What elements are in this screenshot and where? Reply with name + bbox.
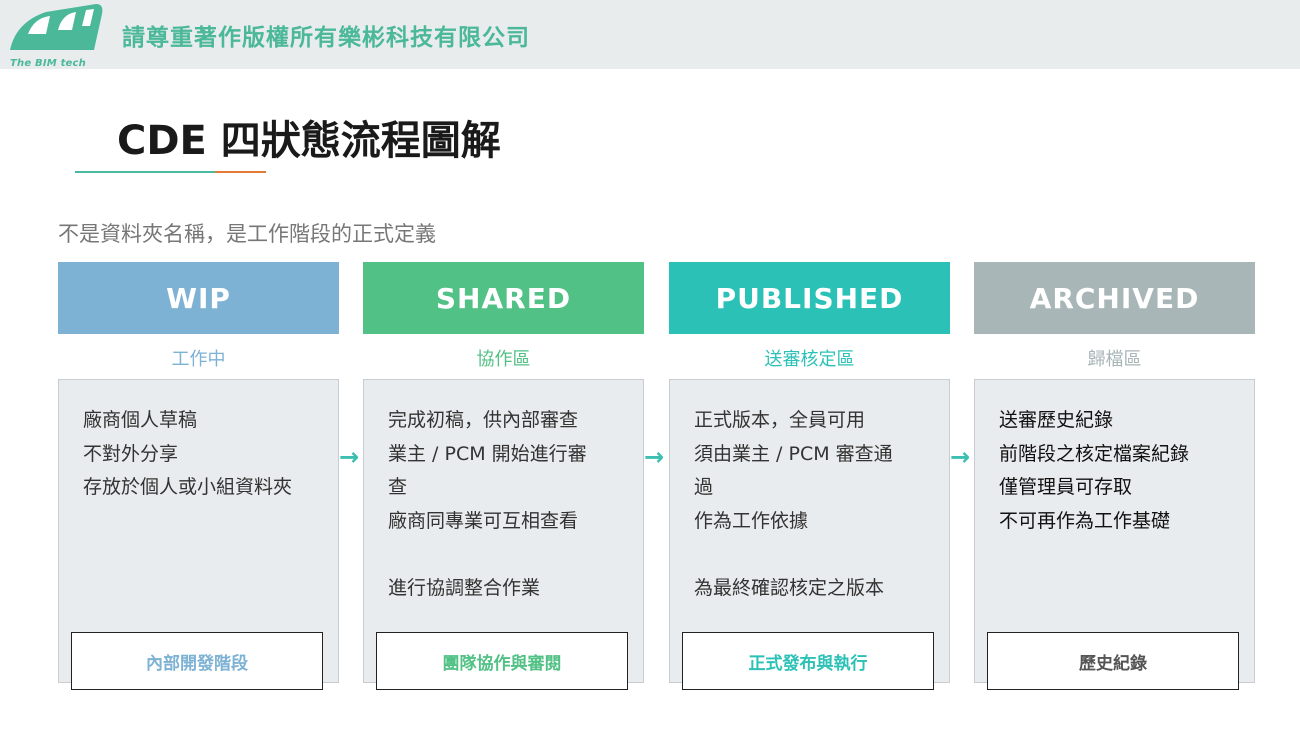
stage-description-line: 不對外分享 xyxy=(83,442,179,465)
stage-zone-label-wip: 工作中 xyxy=(171,349,226,370)
stage-description-line: 作為工作依據 xyxy=(694,509,809,532)
stage-description-panel-wip: 廠商個人草稿不對外分享存放於個人或小組資料夾內部開發階段 xyxy=(58,379,339,690)
stage-header-shared: SHARED xyxy=(363,262,644,334)
stage-description-line: 過 xyxy=(694,476,714,498)
stage-description-line: 查 xyxy=(388,476,408,498)
stage-description-line xyxy=(388,538,628,572)
stage-description-line: 前階段之核定檔案紀錄 xyxy=(999,442,1190,465)
title-underline-orange xyxy=(215,171,266,173)
stage-description-line: 為最終確認核定之版本 xyxy=(694,576,885,599)
page-subtitle: 不是資料夾名稱，是工作階段的正式定義 xyxy=(58,222,436,246)
page-title: CDE 四狀態流程圖解 xyxy=(117,118,501,164)
stage-description-lines: 完成初稿，供內部審查業主 / PCM 開始進行審查廠商同專業可互相查看進行協調整… xyxy=(388,404,628,605)
stage-description-line: 正式版本，全員可用 xyxy=(694,409,866,431)
stage-description-line: 不可再作為工作基礎 xyxy=(999,509,1171,532)
stage-description-panel-archived: 送審歷史紀錄前階段之核定檔案紀錄僅管理員可存取不可再作為工作基礎歷史紀錄 xyxy=(974,379,1255,690)
stage-zone-label-published: 送審核定區 xyxy=(764,349,855,370)
flow-arrow-icon: → xyxy=(339,443,360,471)
stage-description-line: 僅管理員可存取 xyxy=(999,476,1133,498)
stage-description-lines: 送審歷史紀錄前階段之核定檔案紀錄僅管理員可存取不可再作為工作基礎 xyxy=(999,404,1239,538)
stage-footer-label-published: 正式發布與執行 xyxy=(682,632,934,690)
stage-description-line: 廠商同專業可互相查看 xyxy=(388,509,579,532)
stage-description-lines: 廠商個人草稿不對外分享存放於個人或小組資料夾 xyxy=(83,404,323,505)
stage-description-line: 進行協調整合作業 xyxy=(388,576,541,599)
stage-description-line: 完成初稿，供內部審查 xyxy=(388,409,579,431)
bim-logo: The BIM tech xyxy=(6,0,106,72)
stage-footer-label-shared: 團隊協作與審閱 xyxy=(376,632,628,690)
stage-description-line: 存放於個人或小組資料夾 xyxy=(83,476,293,498)
stage-zone-label-archived: 歸檔區 xyxy=(1087,349,1142,370)
stage-description-line: 須由業主 / PCM 審查通 xyxy=(694,442,893,465)
company-copyright: 請尊重著作版權所有樂彬科技有限公司 xyxy=(122,25,530,51)
stage-header-published: PUBLISHED xyxy=(669,262,950,334)
logo-mark-icon xyxy=(10,4,103,50)
stage-description-line: 業主 / PCM 開始進行審 xyxy=(388,442,587,465)
header-bar: The BIM tech 請尊重著作版權所有樂彬科技有限公司 xyxy=(0,0,1300,69)
stage-header-wip: WIP xyxy=(58,262,339,334)
stage-footer-label-archived: 歷史紀錄 xyxy=(987,632,1239,690)
stage-description-line xyxy=(694,538,934,572)
stage-description-panel-published: 正式版本，全員可用須由業主 / PCM 審查通過作為工作依據為最終確認核定之版本… xyxy=(669,379,950,690)
stage-description-lines: 正式版本，全員可用須由業主 / PCM 審查通過作為工作依據為最終確認核定之版本 xyxy=(694,404,934,605)
stage-description-line: 送審歷史紀錄 xyxy=(999,409,1114,431)
flow-arrow-icon: → xyxy=(644,443,665,471)
stage-description-panel-shared: 完成初稿，供內部審查業主 / PCM 開始進行審查廠商同專業可互相查看進行協調整… xyxy=(363,379,644,690)
stage-header-archived: ARCHIVED xyxy=(974,262,1255,334)
flow-arrow-icon: → xyxy=(950,443,971,471)
stage-description-line: 廠商個人草稿 xyxy=(83,409,198,431)
stage-zone-label-shared: 協作區 xyxy=(476,349,531,370)
stage-footer-label-wip: 內部開發階段 xyxy=(71,632,323,690)
title-underline-teal xyxy=(75,171,215,173)
logo-text: The BIM tech xyxy=(10,58,86,69)
